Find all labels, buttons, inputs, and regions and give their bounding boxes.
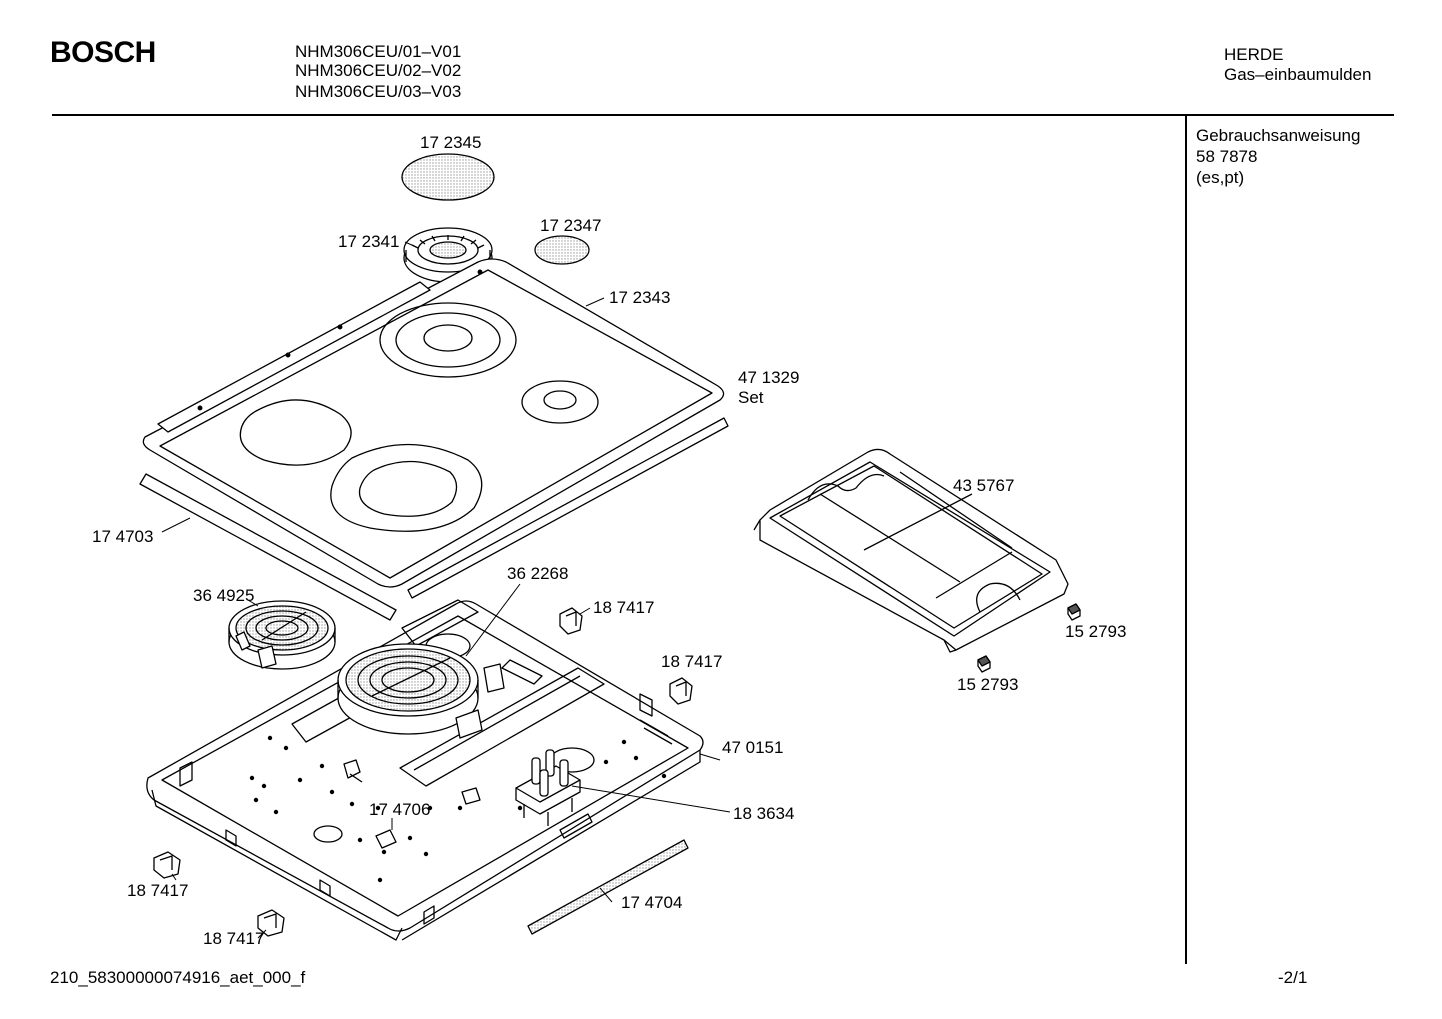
label-435767: 43 5767 xyxy=(953,476,1014,495)
label-187417-left: 18 7417 xyxy=(127,881,188,900)
label-172347: 17 2347 xyxy=(540,216,601,235)
label-183634: 18 3634 xyxy=(733,804,794,823)
subcategory-label: Gas–einbaumulden xyxy=(1224,65,1372,84)
label-362268: 36 2268 xyxy=(507,564,568,583)
burner-cap-small xyxy=(534,235,590,265)
label-172343: 17 2343 xyxy=(609,288,670,307)
bracket-1 xyxy=(559,607,583,635)
label-174703: 17 4703 xyxy=(92,527,153,546)
label-187417-right: 18 7417 xyxy=(661,652,722,671)
label-471329: 47 1329 xyxy=(738,368,799,387)
rubber-foot-left xyxy=(977,655,991,673)
clip-3 xyxy=(375,829,397,849)
model-number-2: NHM306CEU/02–V02 xyxy=(295,61,462,80)
clip-2 xyxy=(461,787,481,805)
label-364925: 36 4925 xyxy=(193,586,254,605)
manual-languages: (es,pt) xyxy=(1196,168,1245,187)
seal-strip-front xyxy=(139,473,397,621)
bracket-3 xyxy=(153,851,181,879)
label-471329-note: Set xyxy=(738,388,764,407)
rubber-foot-right xyxy=(1067,603,1081,621)
label-174704: 17 4704 xyxy=(621,893,682,912)
hob-top-plate xyxy=(142,258,725,588)
manual-number: 58 7878 xyxy=(1196,147,1258,166)
category-label: HERDE xyxy=(1224,45,1284,64)
page-number: -2/1 xyxy=(1278,968,1308,987)
pan-support-grid xyxy=(753,448,1069,653)
model-number-3: NHM306CEU/03–V03 xyxy=(295,82,462,101)
seal-strip-right xyxy=(407,417,729,599)
header-divider xyxy=(52,114,1394,116)
clip-1 xyxy=(343,759,363,783)
switch-block xyxy=(515,749,581,826)
label-152793-left: 15 2793 xyxy=(957,675,1018,694)
exploded-parts-diagram: 17 2345 17 2341 17 2347 17 2343 47 1329 … xyxy=(92,133,1126,948)
bracket-2 xyxy=(669,677,693,705)
leader-lines xyxy=(161,241,731,939)
brand-logo: BOSCH xyxy=(50,36,156,69)
bracket-4 xyxy=(257,909,285,937)
label-187417-top: 18 7417 xyxy=(593,598,654,617)
heating-element-small xyxy=(228,600,336,670)
label-152793-right: 15 2793 xyxy=(1065,622,1126,641)
label-187417-bottom: 18 7417 xyxy=(203,929,264,948)
seal-strip-bottom xyxy=(527,839,689,935)
document-code: 210_58300000074916_aet_000_f xyxy=(50,968,306,987)
label-172345: 17 2345 xyxy=(420,133,481,152)
bottom-housing-tray xyxy=(146,599,704,941)
manual-title: Gebrauchsanweisung xyxy=(1196,126,1361,145)
model-number-1: NHM306CEU/01–V01 xyxy=(295,42,462,61)
side-panel-divider xyxy=(1185,116,1187,964)
label-174706: 17 4706 xyxy=(369,800,430,819)
label-172341: 17 2341 xyxy=(338,232,399,251)
heating-element-large xyxy=(337,643,505,739)
label-470151: 47 0151 xyxy=(722,738,783,757)
burner-cap-large xyxy=(401,153,495,201)
